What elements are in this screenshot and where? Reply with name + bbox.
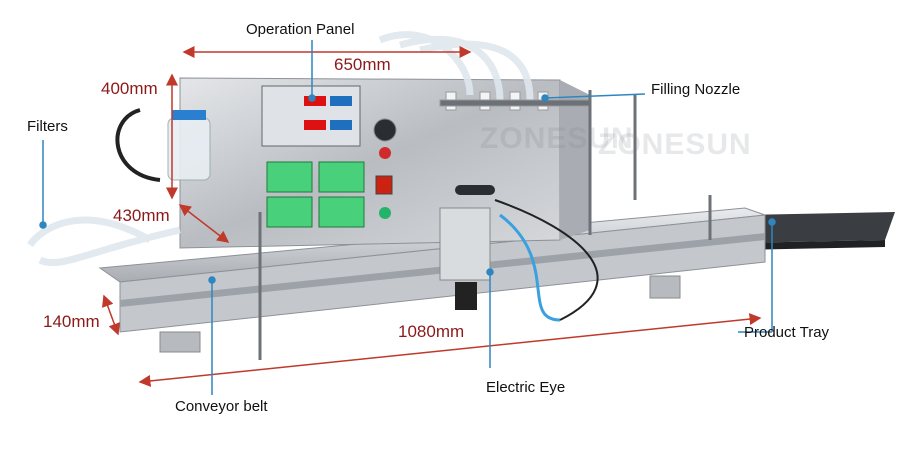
width-dimension: 650mm	[334, 55, 391, 74]
depth-arrow	[178, 204, 230, 243]
led-display	[304, 96, 326, 106]
support-foot	[159, 331, 201, 353]
tubing	[27, 31, 534, 267]
speed-knob	[373, 118, 397, 142]
length-arrow	[138, 313, 762, 387]
belt-height-dimension: 140mm	[43, 312, 100, 331]
length-dimension: 1080mm	[398, 322, 465, 341]
filling-nozzle-label: Filling Nozzle	[651, 81, 741, 98]
support-foot	[649, 275, 681, 299]
watermark: ZONESUN	[480, 122, 634, 155]
filling-nozzle-callout	[541, 93, 646, 102]
filter-unit	[115, 108, 211, 182]
emergency-button	[379, 147, 391, 159]
filters-label: Filters	[27, 118, 68, 135]
height-dimension: 400mm	[101, 79, 158, 98]
operation-panel-label: Operation Panel	[246, 21, 355, 38]
conveyor-belt-label: Conveyor belt	[175, 398, 268, 415]
callout-lines	[39, 40, 776, 395]
led-display	[304, 120, 326, 130]
dimension-lines	[101, 46, 762, 387]
timer-displays	[266, 161, 365, 228]
belt-height-arrow	[101, 294, 121, 336]
product-tray-label: Product Tray	[744, 324, 830, 341]
operation-panel	[261, 85, 361, 147]
start-button	[379, 207, 391, 219]
control-cabinet	[179, 77, 590, 249]
depth-dimension: 430mm	[113, 206, 170, 225]
electric-eye-label: Electric Eye	[486, 379, 566, 396]
watermark: ZONESUN	[598, 128, 752, 161]
power-switch	[375, 175, 393, 195]
product-tray	[738, 212, 895, 250]
